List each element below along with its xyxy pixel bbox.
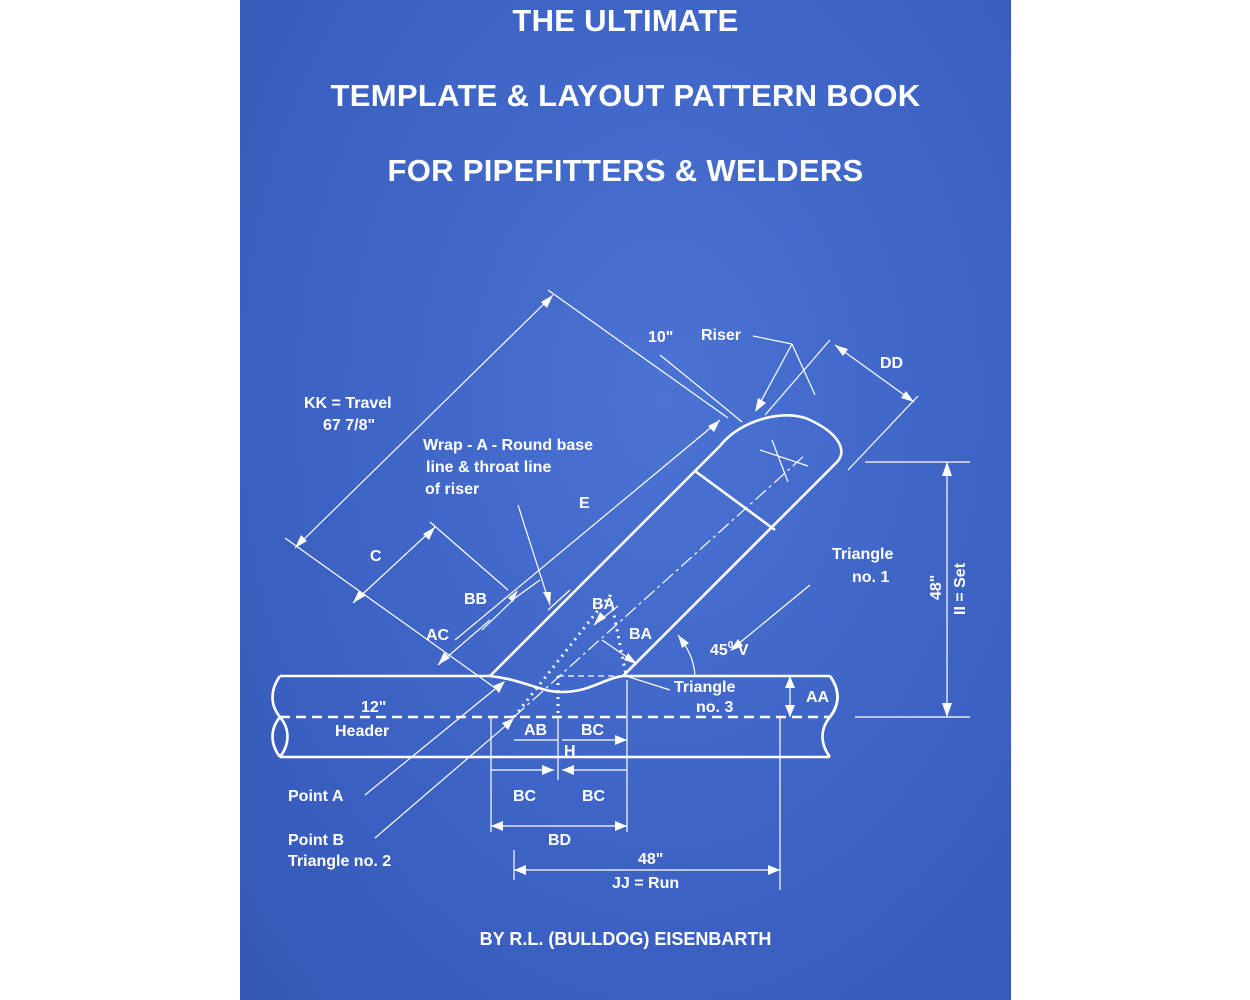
- c-label: C: [370, 548, 382, 565]
- c-dimension: [352, 521, 509, 604]
- kk-travel-label: KK = Travel: [304, 395, 392, 412]
- header-pipe: [271, 674, 839, 759]
- triangle3-label-line-2: no. 3: [696, 699, 733, 716]
- run-label: JJ = Run: [612, 875, 679, 892]
- riser-pipe: [489, 414, 843, 718]
- triangle2-label: Triangle no. 2: [288, 853, 391, 870]
- dd-label: DD: [880, 355, 903, 372]
- bb-label: BB: [464, 591, 487, 608]
- e-label: E: [579, 495, 590, 512]
- pipe-layout-diagram: 10" Riser DD KK = Travel 67 7/8" Wrap - …: [271, 289, 970, 892]
- wrap-label-line-1: Wrap - A - Round base: [423, 437, 593, 454]
- bc-left-label: BC: [513, 788, 537, 805]
- point-b-label: Point B: [288, 832, 344, 849]
- dd-dimension: [764, 339, 919, 471]
- bd-label: BD: [548, 832, 571, 849]
- bc-right-label: BC: [582, 788, 606, 805]
- wrap-label-line-3: of riser: [425, 481, 479, 498]
- riser-size-label: 10": [648, 329, 673, 346]
- lower-dimensions: [490, 680, 628, 832]
- author-line: BY R.L. (BULLDOG) EISENBARTH: [479, 929, 772, 949]
- header-size-label: 12": [361, 699, 386, 716]
- aa-label: AA: [806, 689, 830, 706]
- triangle1-label-line-1: Triangle: [832, 546, 893, 563]
- wrap-label-line-2: line & throat line: [426, 459, 551, 476]
- header-label: Header: [335, 723, 389, 740]
- set-value-label: 48": [928, 575, 945, 600]
- title-line-1: THE ULTIMATE: [512, 3, 739, 38]
- kk-dimension: [284, 289, 729, 691]
- ac-label: AC: [426, 627, 450, 644]
- bc-top-label: BC: [581, 722, 605, 739]
- run-dimension: [513, 717, 781, 890]
- riser-label: Riser: [701, 327, 741, 344]
- set-label: II = Set: [952, 562, 969, 615]
- triangle1-label-line-2: no. 1: [852, 569, 889, 586]
- angle-label: 450 V: [710, 640, 749, 659]
- ab-label: AB: [524, 722, 547, 739]
- ba-lower-label: BA: [629, 626, 653, 643]
- point-a-label: Point A: [288, 788, 344, 805]
- set-dimension: [855, 461, 970, 718]
- run-value-label: 48": [638, 851, 663, 868]
- kk-value-label: 67 7/8": [323, 417, 375, 434]
- ba-upper-label: BA: [592, 596, 616, 613]
- title-line-2: TEMPLATE & LAYOUT PATTERN BOOK: [330, 78, 921, 113]
- triangle3-label-line-1: Triangle: [674, 679, 735, 696]
- title-line-3: FOR PIPEFITTERS & WELDERS: [387, 153, 864, 188]
- book-cover: THE ULTIMATE TEMPLATE & LAYOUT PATTERN B…: [240, 0, 1011, 1000]
- h-label: H: [564, 743, 576, 760]
